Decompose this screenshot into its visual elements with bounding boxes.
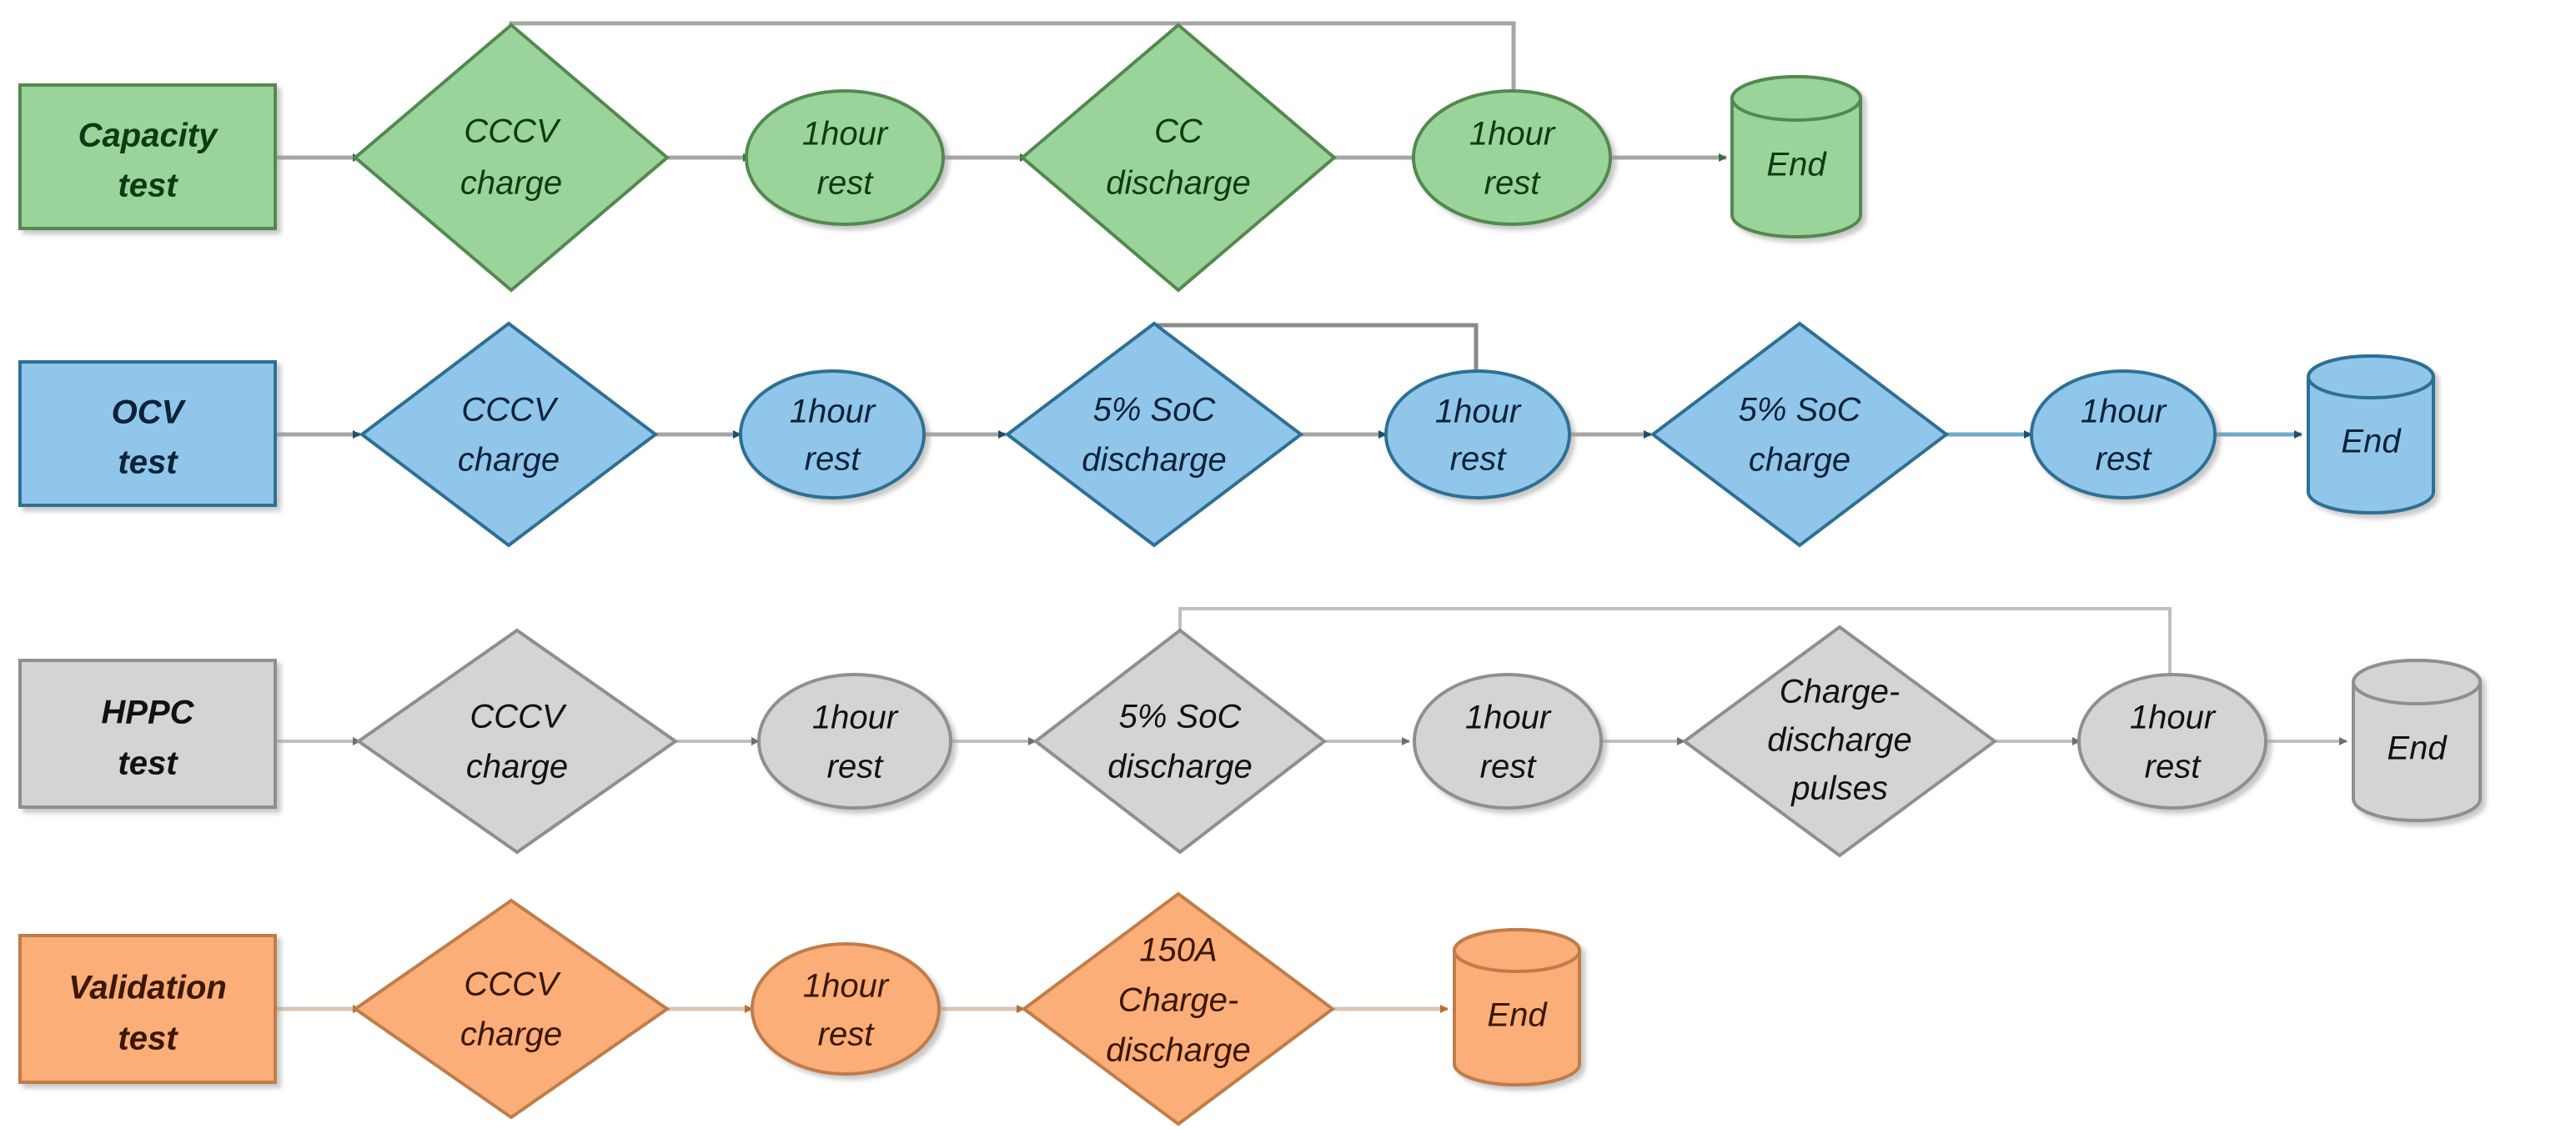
node-hppc-rest-3[interactable]: 1hour rest: [2077, 673, 2267, 810]
loop-arrow-capacity: [507, 21, 1516, 96]
node-hppc-test[interactable]: HPPC test: [18, 659, 277, 809]
node-hppc-cccv-charge[interactable]: CCCV charge: [355, 628, 679, 855]
node-ocv-soc-discharge[interactable]: 5% SoC discharge: [1004, 321, 1304, 548]
row-hppc: HPPC test CCCV charge 1hour rest 5% SoC …: [18, 607, 2482, 858]
node-capacity-test[interactable]: Capacity test: [18, 83, 277, 230]
node-hppc-rest-1[interactable]: 1hour rest: [757, 673, 952, 810]
node-hppc-soc-discharge[interactable]: 5% SoC discharge: [1032, 628, 1328, 855]
node-capacity-rest-2[interactable]: 1hour rest: [1412, 89, 1612, 226]
row-validation: Validation test CCCV charge 1hour rest 1…: [18, 891, 1581, 1126]
node-ocv-rest-3[interactable]: 1hour rest: [2030, 369, 2217, 499]
node-capacity-cc-discharge[interactable]: CC discharge: [1019, 23, 1338, 293]
node-validation-charge-discharge[interactable]: 150A Charge- discharge: [1021, 891, 1336, 1126]
node-validation-test[interactable]: Validation test: [18, 934, 277, 1084]
node-ocv-end[interactable]: End: [2307, 354, 2435, 514]
node-ocv-rest-1[interactable]: 1hour rest: [739, 369, 926, 499]
node-hppc-end[interactable]: End: [2352, 659, 2482, 822]
row-ocv: OCV test CCCV charge 1hour rest 5% SoC d…: [18, 321, 2435, 548]
node-ocv-cccv-charge[interactable]: CCCV charge: [359, 321, 659, 548]
loop-arrow-hppc: [1176, 607, 2172, 682]
node-validation-cccv-charge[interactable]: CCCV charge: [352, 898, 670, 1120]
node-validation-end[interactable]: End: [1453, 928, 1581, 1086]
node-ocv-rest-2[interactable]: 1hour rest: [1384, 369, 1571, 499]
node-capacity-rest-1[interactable]: 1hour rest: [745, 89, 945, 226]
row-capacity: Capacity test CCCV charge 1hour rest CC …: [18, 21, 1862, 293]
node-hppc-rest-2[interactable]: 1hour rest: [1413, 673, 1603, 810]
node-hppc-charge-discharge-pulses[interactable]: Charge- discharge pulses: [1681, 625, 1998, 858]
node-ocv-soc-charge[interactable]: 5% SoC charge: [1650, 321, 1950, 548]
node-ocv-test[interactable]: OCV test: [18, 360, 277, 507]
node-capacity-cccv-charge[interactable]: CCCV charge: [352, 23, 670, 293]
node-validation-rest[interactable]: 1hour rest: [751, 942, 941, 1076]
node-capacity-end[interactable]: End: [1730, 75, 1862, 238]
